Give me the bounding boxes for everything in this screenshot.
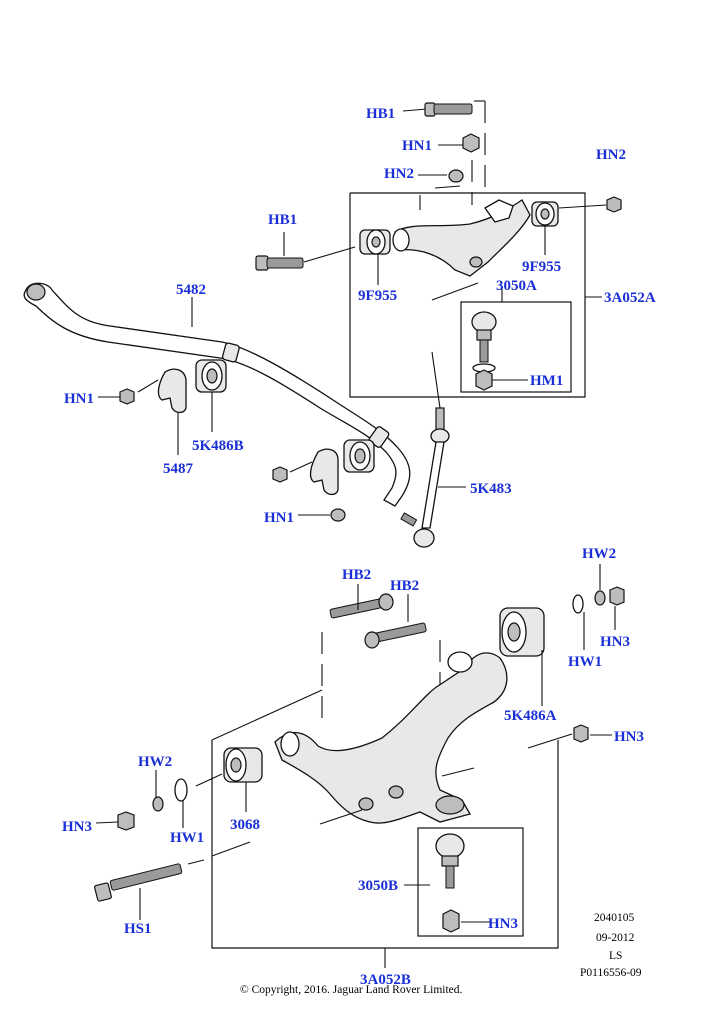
label-hw1-right: HW1 [568,654,602,670]
label-5487: 5487 [163,461,194,477]
meta-date: 09-2012 [596,932,635,944]
lower-arm-box [211,689,559,968]
bushing-3068 [195,747,263,812]
upper-nut-hn1 [438,133,480,205]
label-hn2-right: HN2 [596,147,626,163]
label-hw2-left: HW2 [138,754,172,770]
label-hb2-a: HB2 [342,567,371,583]
label-hb1-mid: HB1 [268,212,297,228]
upper-bolt-hb1 [402,100,486,195]
label-hn3-mid: HN3 [614,729,644,745]
label-hn2-top: HN2 [384,166,414,182]
drawing-meta: 2040105 09-2012 LS P0116556-09 © Copyrig… [240,912,642,996]
label-hn3-right: HN3 [600,634,630,650]
label-hw1-left: HW1 [170,830,204,846]
clamp-right [272,439,375,522]
anti-roll-bar [23,282,411,507]
label-9f955-left: 9F955 [358,288,397,304]
upper-bushing-right [531,196,622,255]
label-3068: 3068 [230,817,260,833]
right-hardware [527,564,625,749]
meta-code: 2040105 [594,912,635,924]
copyright: © Copyright, 2016. Jaguar Land Rover Lim… [240,984,463,996]
meta-ls: LS [609,950,622,962]
label-3050a: 3050A [496,278,537,294]
label-3a052a: 3A052A [604,290,656,306]
label-5k486b: 5K486B [192,438,244,454]
ball-joint-3050a [471,288,528,391]
bushing-5k486a [499,607,545,706]
label-hb2-b: HB2 [390,578,419,594]
lower-bolts-hb2 [321,584,441,720]
bolt-hs1 [94,859,205,920]
lower-control-arm [274,651,508,825]
label-3050b: 3050B [358,878,398,894]
label-5482: 5482 [176,282,206,298]
drop-link-5k483 [400,351,466,548]
part-labels: HB1 HN1 HN2 HN2 HB1 9F955 9F955 5482 305… [62,106,656,988]
label-hn1-left: HN1 [64,391,94,407]
clamp-left-5487 [98,359,227,455]
left-hardware [95,770,188,831]
upper-control-arm [392,199,531,301]
label-hs1: HS1 [124,921,152,937]
upper-bushing-left [255,229,391,285]
meta-ref: P0116556-09 [580,967,642,979]
label-hm1: HM1 [530,373,563,389]
label-hn3-box: HN3 [488,916,518,932]
label-hw2-right: HW2 [582,546,616,562]
label-hb1-top: HB1 [366,106,395,122]
upper-nut-hn2 [418,169,464,210]
label-3a052b: 3A052B [360,972,411,988]
ball-joint-3050b [404,833,490,933]
label-5k483: 5K483 [470,481,512,497]
label-hn1-top: HN1 [402,138,432,154]
label-5k486a: 5K486A [504,708,557,724]
label-hn3-left: HN3 [62,819,92,835]
label-9f955-right: 9F955 [522,259,561,275]
label-hn1-low: HN1 [264,510,294,526]
upper-arm-box [349,192,602,398]
